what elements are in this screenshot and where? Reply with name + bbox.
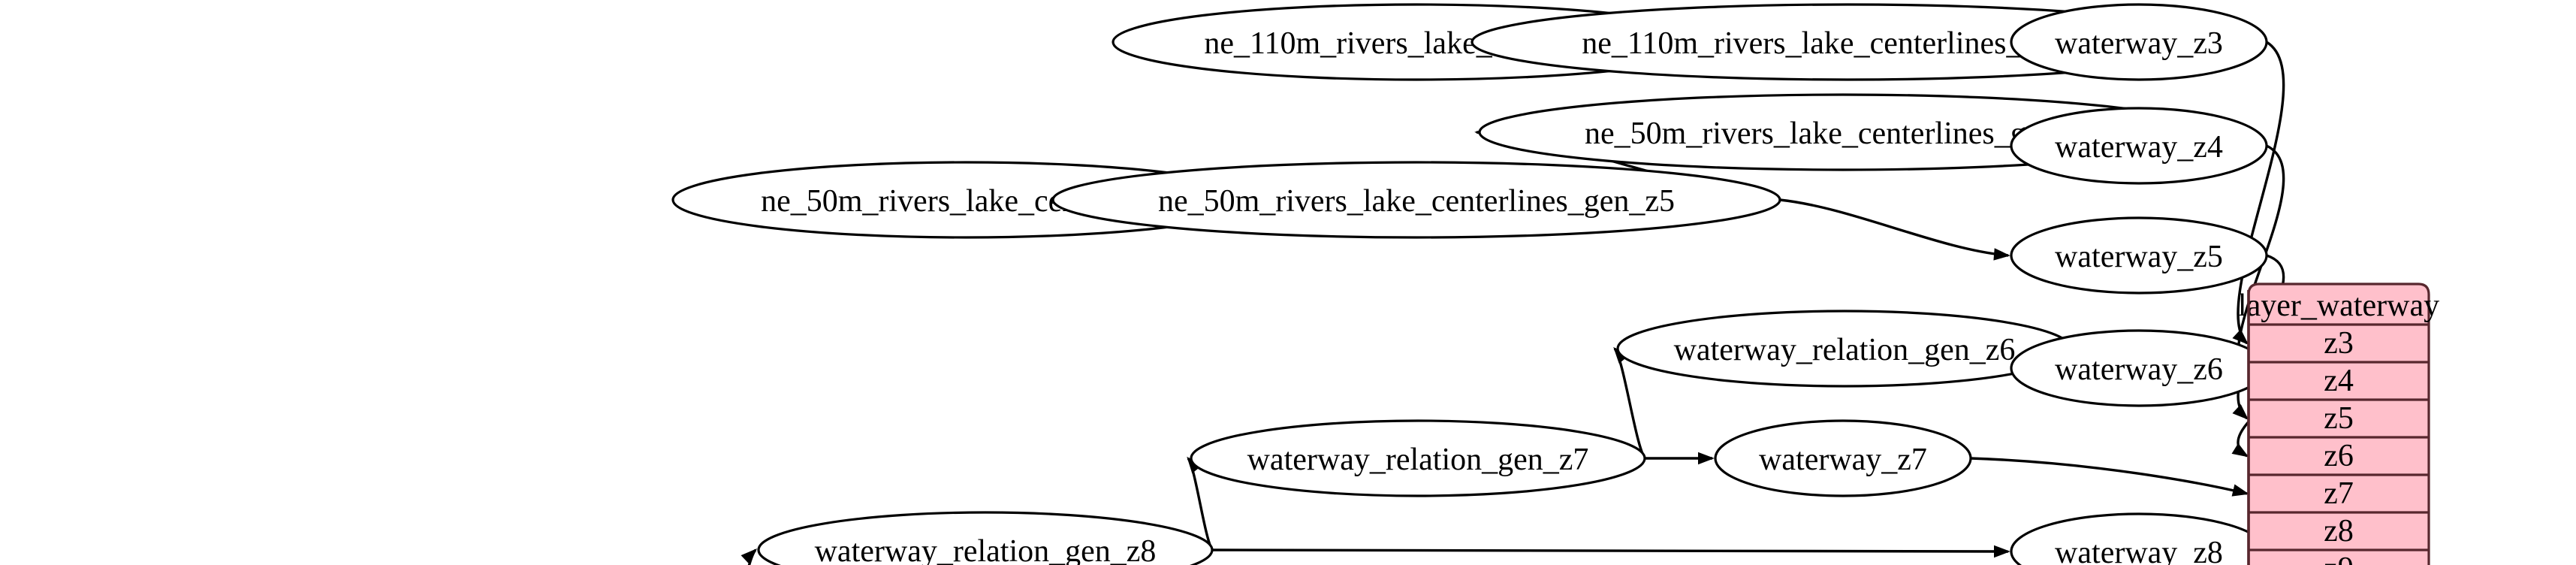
node-shape xyxy=(1190,419,1646,497)
table-body xyxy=(2247,282,2430,565)
nodes-layer: imposm3osm_waterway_relationosm_waterway… xyxy=(671,3,2268,565)
node-shape xyxy=(2010,3,2268,81)
node-waterway_z5[interactable]: waterway_z5 xyxy=(2010,216,2268,295)
node-ne_50m_rivers_lake_centerlines_gen_z5[interactable]: ne_50m_rivers_lake_centerlines_gen_z5 xyxy=(1051,161,1781,239)
edge-waterway_z3-to-table_z3 xyxy=(2237,41,2285,345)
edge-arrowhead xyxy=(1698,452,1715,465)
edge-arrowhead xyxy=(741,548,758,565)
layer-waterway-table: layer_waterwayz3z4z5z6z7z8z9z10z11z12z13… xyxy=(2238,282,2439,565)
edge-waterway_z7-to-table_z7 xyxy=(1970,457,2248,495)
edge-ne_50m_rivers_lake_centerlines_gen_z5-to-waterway_z5 xyxy=(1779,198,2009,257)
node-waterway_z8[interactable]: waterway_z8 xyxy=(2010,512,2268,565)
node-shape xyxy=(1714,419,1972,497)
edge-arrowhead xyxy=(1994,545,2010,558)
node-shape xyxy=(2010,216,2268,295)
edge-waterway_relation_gen_z8-to-waterway_z8 xyxy=(1211,548,2009,553)
node-shape xyxy=(757,511,1214,565)
node-waterway_z7[interactable]: waterway_z7 xyxy=(1714,419,1972,497)
node-shape xyxy=(1616,310,2073,388)
node-waterway_relation_gen_z7[interactable]: waterway_relation_gen_z7 xyxy=(1190,419,1646,497)
edge-arrowhead xyxy=(2232,404,2249,420)
edge-arrowhead xyxy=(2231,443,2249,458)
node-shape xyxy=(2010,107,2268,185)
edge-arrowhead xyxy=(1993,248,2010,261)
node-shape xyxy=(2010,329,2268,407)
node-waterway_z3[interactable]: waterway_z3 xyxy=(2010,3,2268,81)
node-shape xyxy=(1051,161,1781,239)
node-waterway_relation_gen_z6[interactable]: waterway_relation_gen_z6 xyxy=(1616,310,2073,388)
edge-arrowhead xyxy=(2231,484,2249,497)
node-shape xyxy=(2010,512,2268,565)
node-waterway_z6[interactable]: waterway_z6 xyxy=(2010,329,2268,407)
node-waterway_z4[interactable]: waterway_z4 xyxy=(2010,107,2268,185)
node-waterway_relation_gen_z8[interactable]: waterway_relation_gen_z8 xyxy=(757,511,1214,565)
